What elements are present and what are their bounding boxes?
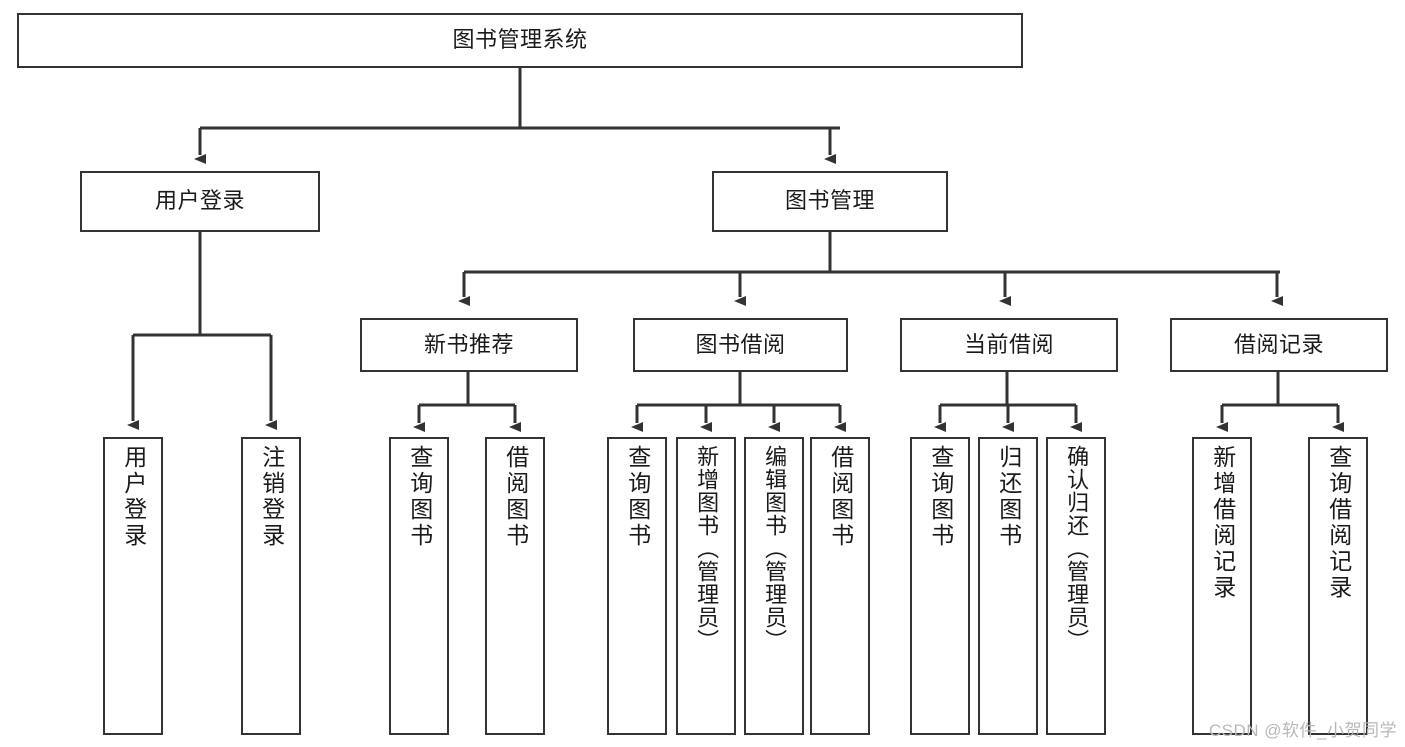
node-borrow-record-label: 借阅记录 <box>1233 331 1324 357</box>
node-leaf-add-record-label: 新增借阅记录 <box>1209 445 1236 601</box>
node-leaf-confirm-return-label: 确认归还（管理员） <box>1064 445 1090 652</box>
node-leaf-borrow-book-2-label: 借阅图书 <box>827 445 854 549</box>
node-leaf-query-book-3-label: 查询图书 <box>927 445 954 549</box>
node-new-book-rec[interactable]: 新书推荐 <box>360 318 578 372</box>
node-user-login-label: 用户登录 <box>154 188 245 214</box>
node-current-borrow[interactable]: 当前借阅 <box>900 318 1118 372</box>
node-leaf-return-book-label: 归还图书 <box>995 445 1022 549</box>
node-book-borrow[interactable]: 图书借阅 <box>633 318 848 372</box>
node-borrow-record[interactable]: 借阅记录 <box>1170 318 1388 372</box>
node-leaf-query-record-label: 查询借阅记录 <box>1325 445 1352 601</box>
node-book-manage[interactable]: 图书管理 <box>712 171 948 232</box>
node-user-login[interactable]: 用户登录 <box>80 171 320 232</box>
node-leaf-return-book[interactable]: 归还图书 <box>978 437 1038 735</box>
node-leaf-logout-label: 注销登录 <box>258 445 285 549</box>
node-current-borrow-label: 当前借阅 <box>963 331 1054 357</box>
node-book-borrow-label: 图书借阅 <box>695 331 786 357</box>
node-leaf-add-record[interactable]: 新增借阅记录 <box>1192 437 1252 735</box>
node-leaf-add-book-label: 新增图书（管理员） <box>694 445 720 652</box>
node-book-manage-label: 图书管理 <box>784 188 875 214</box>
node-new-book-rec-label: 新书推荐 <box>423 331 514 357</box>
node-leaf-user-login-label: 用户登录 <box>120 445 147 549</box>
csdn-watermark: CSDN @软件_小贺同学 <box>1208 721 1397 740</box>
node-root[interactable]: 图书管理系统 <box>17 13 1023 68</box>
node-leaf-add-book[interactable]: 新增图书（管理员） <box>676 437 736 735</box>
node-leaf-user-login[interactable]: 用户登录 <box>103 437 163 735</box>
node-leaf-query-book-2-label: 查询图书 <box>624 445 651 549</box>
node-leaf-query-book-3[interactable]: 查询图书 <box>910 437 970 735</box>
node-leaf-confirm-return[interactable]: 确认归还（管理员） <box>1046 437 1106 735</box>
node-leaf-query-record[interactable]: 查询借阅记录 <box>1308 437 1368 735</box>
node-leaf-borrow-book-1-label: 借阅图书 <box>502 445 529 549</box>
node-root-label: 图书管理系统 <box>452 27 588 53</box>
node-leaf-query-book-2[interactable]: 查询图书 <box>607 437 667 735</box>
node-leaf-logout[interactable]: 注销登录 <box>241 437 301 735</box>
node-leaf-borrow-book-2[interactable]: 借阅图书 <box>810 437 870 735</box>
node-leaf-borrow-book-1[interactable]: 借阅图书 <box>485 437 545 735</box>
node-leaf-query-book-1[interactable]: 查询图书 <box>389 437 449 735</box>
node-leaf-edit-book-label: 编辑图书（管理员） <box>762 445 788 652</box>
node-leaf-query-book-1-label: 查询图书 <box>406 445 433 549</box>
node-leaf-edit-book[interactable]: 编辑图书（管理员） <box>744 437 804 735</box>
